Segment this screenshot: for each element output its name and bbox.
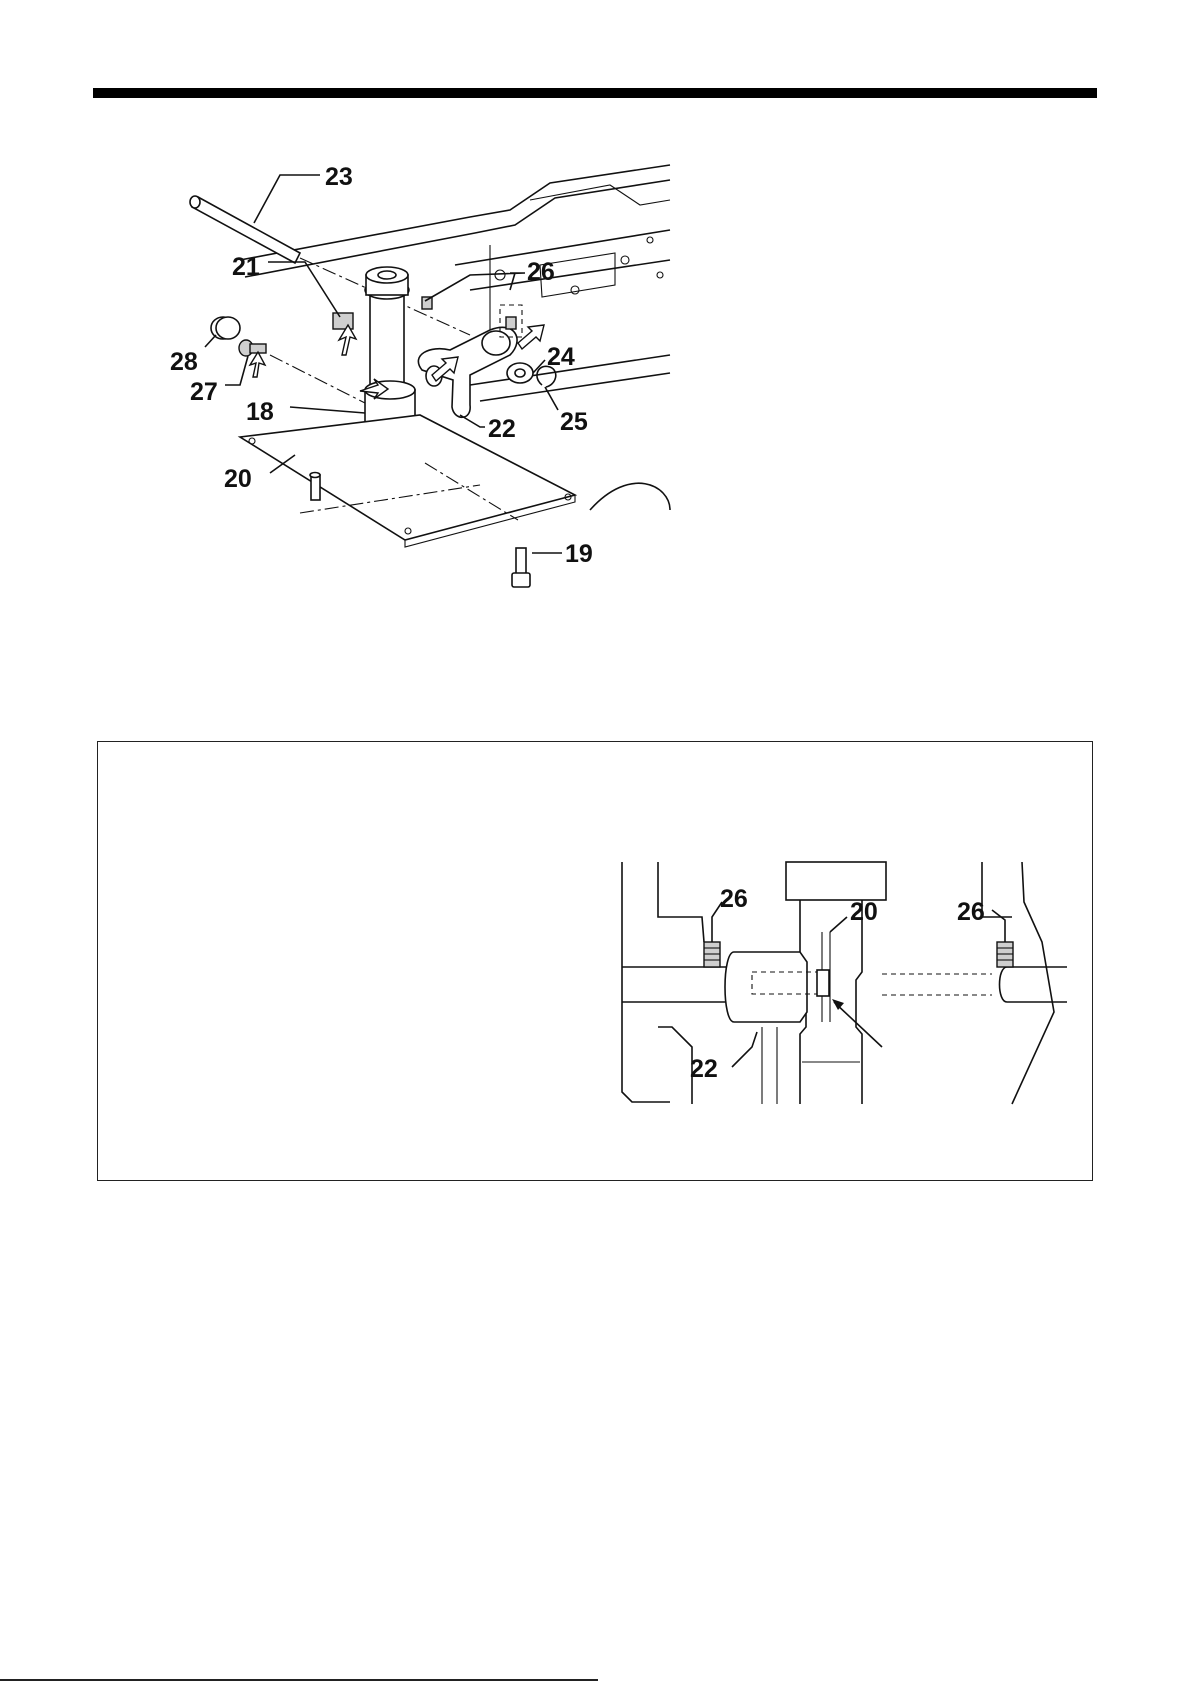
label-18: 18 bbox=[246, 398, 274, 426]
label-27: 27 bbox=[190, 378, 218, 406]
label-28: 28 bbox=[170, 348, 198, 376]
cross-section-drawing: 26 20 26 22 bbox=[612, 862, 1067, 1142]
detail-label-26-right: 26 bbox=[957, 898, 985, 926]
part-26-screw-a bbox=[422, 297, 432, 309]
part-21-block bbox=[333, 313, 353, 329]
label-23: 23 bbox=[325, 163, 353, 191]
label-22: 22 bbox=[488, 415, 516, 443]
detail-part-22-crank bbox=[725, 952, 807, 1022]
label-25: 25 bbox=[560, 408, 588, 436]
label-24: 24 bbox=[547, 343, 575, 371]
part-26-screw-b bbox=[506, 317, 516, 329]
detail-label-20: 20 bbox=[850, 898, 878, 926]
part-19-screw bbox=[516, 548, 526, 574]
label-20: 20 bbox=[224, 465, 252, 493]
cross-section-detail-figure: 26 20 26 22 bbox=[612, 862, 1067, 1142]
label-21: 21 bbox=[232, 253, 260, 281]
exploded-assembly-drawing: 23 21 26 28 24 27 18 22 25 20 19 bbox=[170, 165, 690, 635]
detail-label-22: 22 bbox=[690, 1055, 718, 1083]
footer-rule bbox=[0, 1679, 598, 1681]
detail-label-26-left: 26 bbox=[720, 885, 748, 913]
part-20-plate bbox=[240, 415, 575, 540]
label-26: 26 bbox=[527, 258, 555, 286]
label-19: 19 bbox=[565, 540, 593, 568]
exploded-assembly-figure: 23 21 26 28 24 27 18 22 25 20 19 bbox=[170, 165, 690, 635]
header-rule bbox=[93, 88, 1097, 98]
